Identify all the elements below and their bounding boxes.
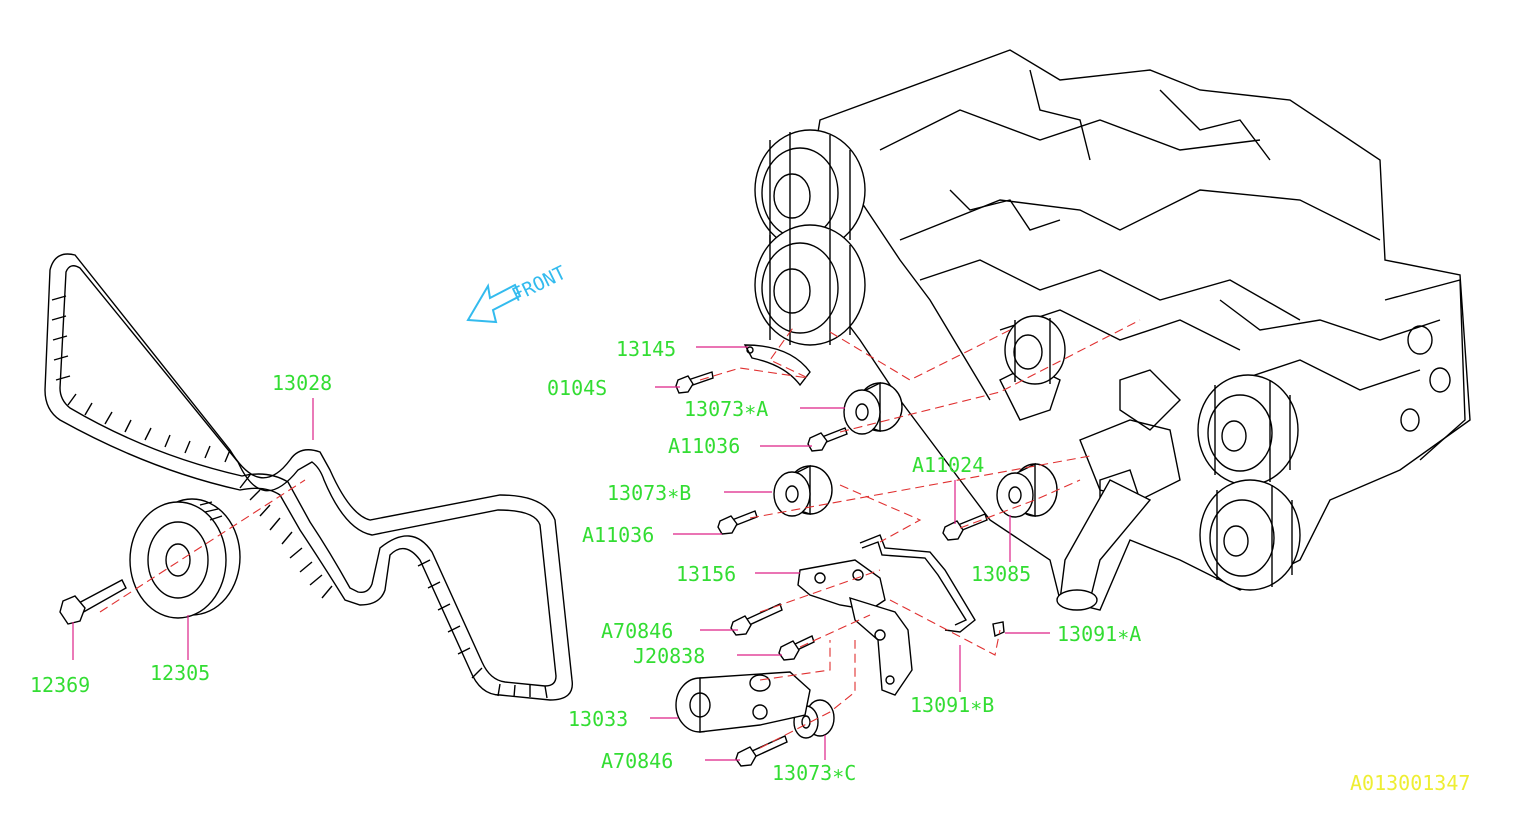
crank-pulley <box>129 498 241 619</box>
label-12369: 12369 <box>30 673 90 697</box>
part-labels: 13145 0104S 13073∗A A11036 13073∗B A1103… <box>30 337 1141 785</box>
label-a70846-a: A70846 <box>601 619 673 643</box>
label-a70846-b: A70846 <box>601 749 673 773</box>
bolt-a11024 <box>942 513 988 541</box>
leader-lines <box>72 346 1050 761</box>
drawing-code: A013001347 <box>1350 771 1470 795</box>
idler-13073-b <box>773 464 833 517</box>
label-a11036-a: A11036 <box>668 434 740 458</box>
label-13085: 13085 <box>971 562 1031 586</box>
bracket-13091-a <box>992 621 1005 638</box>
cam-sprocket-upper <box>754 129 866 251</box>
label-13028: 13028 <box>272 371 332 395</box>
tensioner-13033 <box>675 671 811 733</box>
bracket-13091-b <box>859 534 976 633</box>
label-13073a: 13073∗A <box>684 397 768 421</box>
crank-bolt <box>59 579 127 625</box>
cam-sprocket-lower <box>754 224 866 346</box>
label-a11036-b: A11036 <box>582 523 654 547</box>
label-13145: 13145 <box>616 337 676 361</box>
belt-cover-13145 <box>743 344 811 387</box>
water-pump-gear <box>1004 315 1066 385</box>
bolt-0104s <box>675 371 714 394</box>
centerlines <box>99 319 1141 749</box>
tensioner-bracket-13156 <box>797 559 913 696</box>
bolt-a70846-a <box>730 603 783 636</box>
cam-sprocket-right-lower <box>1199 479 1301 591</box>
label-j20838: J20838 <box>633 644 705 668</box>
bolt-j20838 <box>778 635 815 661</box>
idler-13073-a <box>843 381 903 435</box>
label-13091a: 13091∗A <box>1057 622 1141 646</box>
label-13073b: 13073∗B <box>607 481 691 505</box>
front-label: FRONT <box>509 262 570 307</box>
label-13156: 13156 <box>676 562 736 586</box>
label-13091b: 13091∗B <box>910 693 994 717</box>
idler-13085 <box>996 462 1058 518</box>
timing-belt <box>44 253 574 701</box>
label-0104s: 0104S <box>547 376 607 400</box>
label-12305: 12305 <box>150 661 210 685</box>
front-arrow: FRONT <box>466 262 570 324</box>
engine-block <box>754 49 1471 611</box>
bolt-a70846-b <box>735 735 788 767</box>
label-13033: 13033 <box>568 707 628 731</box>
engine-right-cover <box>1384 279 1466 461</box>
bolt-a11036-b <box>717 510 758 535</box>
label-13073c: 13073∗C <box>772 761 856 785</box>
label-a11024: A11024 <box>912 453 984 477</box>
cam-sprocket-right-upper <box>1197 374 1299 486</box>
